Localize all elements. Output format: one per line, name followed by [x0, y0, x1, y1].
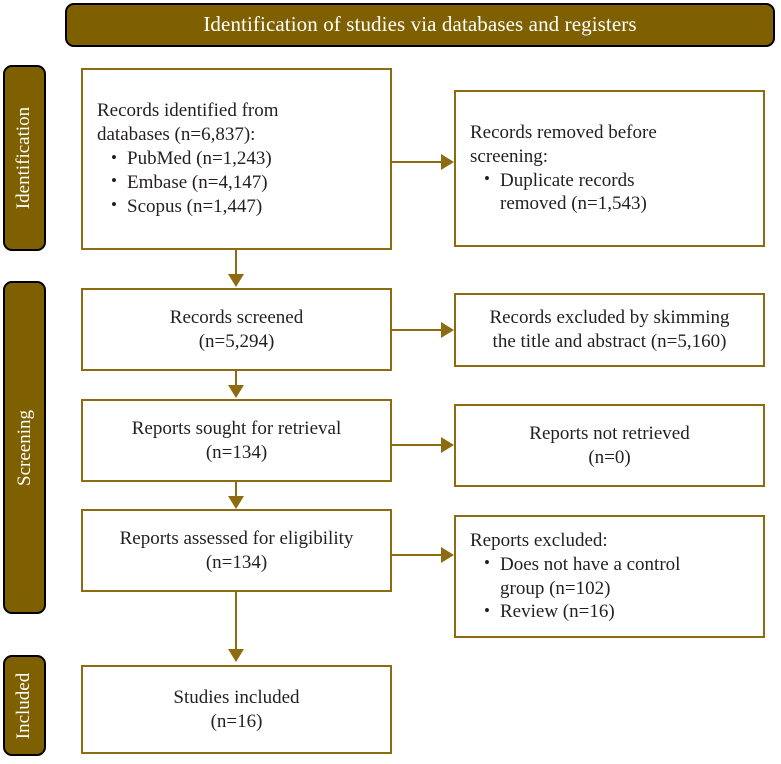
stage-label-included-text: Included	[13, 672, 35, 739]
connector-screened-to-excluded-skimming	[392, 329, 441, 331]
duplicate-records-removed-line1: Duplicate records	[500, 169, 635, 191]
reports-assessed-line2: (n=134)	[205, 551, 268, 573]
box-records-excluded-skimming: Records excluded by skimming the title a…	[454, 293, 765, 367]
connector-screened-to-sought	[235, 371, 237, 386]
connector-sought-to-not-retrieved	[392, 444, 441, 446]
connector-assessed-to-reports-excluded	[392, 554, 441, 556]
connector-identified-to-removed	[392, 161, 441, 163]
reason-review: Review (n=16)	[484, 600, 749, 624]
box-reports-sought: Reports sought for retrieval (n=134)	[81, 399, 392, 482]
reason-no-control-group-line1: Does not have a control	[500, 553, 681, 575]
box-studies-included: Studies included (n=16)	[81, 665, 392, 754]
source-embase: Embase (n=4,147)	[111, 170, 376, 195]
records-removed-line2: screening:	[470, 145, 549, 167]
box-reports-excluded: Reports excluded: Does not have a contro…	[454, 515, 765, 638]
records-identified-line1: Records identified from	[97, 100, 279, 122]
arrowhead-screened-to-sought	[228, 385, 244, 398]
reports-excluded-reasons: Does not have a control group (n=102) Re…	[470, 552, 749, 625]
reports-sought-line2: (n=134)	[205, 441, 268, 463]
studies-included-line2: (n=16)	[210, 710, 263, 732]
records-removed-line1: Records removed before	[470, 121, 657, 143]
arrowhead-sought-to-not-retrieved	[441, 437, 454, 453]
records-removed-reasons: Duplicate records removed (n=1,543)	[470, 168, 749, 217]
arrowhead-identified-to-screened	[228, 274, 244, 287]
reason-no-control-group: Does not have a control group (n=102)	[484, 552, 749, 601]
arrowhead-identified-to-removed	[441, 154, 454, 170]
box-records-identified: Records identified from databases (n=6,8…	[81, 68, 392, 250]
records-screened-line1: Records screened	[169, 306, 304, 328]
reports-excluded-line1: Reports excluded:	[470, 529, 608, 551]
arrowhead-assessed-to-included	[228, 649, 244, 662]
source-pubmed: PubMed (n=1,243)	[111, 147, 376, 171]
stage-label-screening: Screening	[3, 281, 46, 614]
stage-label-identification-text: Identification	[13, 106, 35, 210]
diagram-header-banner: Identification of studies via databases …	[65, 3, 775, 47]
records-screened-line2: (n=5,294)	[198, 330, 275, 352]
source-scopus: Scopus (n=1,447)	[111, 194, 376, 219]
box-reports-not-retrieved: Reports not retrieved (n=0)	[454, 404, 765, 487]
box-reports-assessed: Reports assessed for eligibility (n=134)	[81, 509, 392, 592]
duplicate-records-removed-line2: removed (n=1,543)	[500, 193, 647, 215]
reason-no-control-group-line2: group (n=102)	[500, 577, 611, 599]
records-identified-line2: databases (n=6,837):	[97, 124, 256, 146]
reports-not-retrieved-line2: (n=0)	[588, 446, 631, 468]
stage-label-screening-text: Screening	[13, 409, 35, 486]
arrowhead-screened-to-excluded-skimming	[441, 322, 454, 338]
studies-included-line1: Studies included	[173, 686, 300, 708]
reports-sought-line1: Reports sought for retrieval	[131, 417, 342, 439]
connector-assessed-to-included	[235, 592, 237, 650]
records-excluded-skimming-line2: the title and abstract (n=5,160)	[492, 331, 727, 352]
reports-not-retrieved-line1: Reports not retrieved	[529, 422, 690, 444]
reports-assessed-line1: Reports assessed for eligibility	[119, 527, 354, 549]
stage-label-included: Included	[3, 655, 46, 756]
box-records-removed: Records removed before screening: Duplic…	[454, 90, 765, 247]
box-records-screened: Records screened (n=5,294)	[81, 288, 392, 371]
arrowhead-sought-to-assessed	[228, 496, 244, 509]
diagram-title: Identification of studies via databases …	[203, 12, 637, 37]
stage-label-identification: Identification	[3, 65, 46, 251]
arrowhead-assessed-to-reports-excluded	[441, 547, 454, 563]
duplicate-records-removed: Duplicate records removed (n=1,543)	[484, 168, 749, 217]
records-excluded-skimming-line1: Records excluded by skimming	[489, 307, 730, 329]
connector-sought-to-assessed	[235, 482, 237, 498]
records-identified-sources: PubMed (n=1,243) Embase (n=4,147) Scopus…	[97, 147, 376, 219]
connector-identified-to-screened	[235, 250, 237, 275]
